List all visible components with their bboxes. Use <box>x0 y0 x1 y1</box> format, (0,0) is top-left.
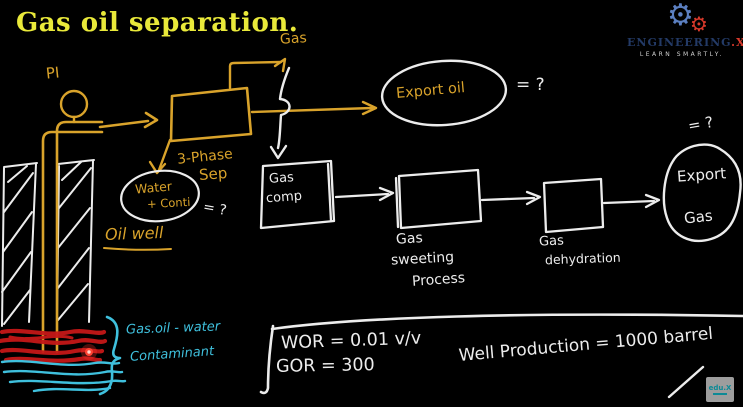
sweetening-label-line1: Gas <box>395 230 424 248</box>
water-outlet-label-line2: + Conti <box>146 194 191 212</box>
gear-red-icon: ⚙ <box>690 12 708 36</box>
water-outlet-arrow <box>148 138 172 175</box>
gears-icon: ⚙ ⚙ <box>627 0 737 36</box>
dehydration-label-line2: dehydration <box>544 249 621 268</box>
water-outlet-ellipse <box>120 169 200 223</box>
water-lines <box>0 359 127 393</box>
notes-box <box>259 313 743 395</box>
brand-tagline: LEARN SMARTLY. <box>639 51 725 58</box>
flow-arrow-1 <box>334 186 395 202</box>
gor-note: GOR = 300 <box>275 355 375 377</box>
pressure-gauge <box>59 89 89 124</box>
separator-box <box>169 86 253 143</box>
brand-suffix: .X <box>731 36 743 49</box>
pi-label: PI <box>45 63 61 83</box>
export-gas-blob <box>662 143 742 242</box>
barrel-slash <box>667 365 705 399</box>
gas-out-label: Gas <box>279 30 308 48</box>
export-oil-ellipse <box>380 59 508 127</box>
flow-arrow-2 <box>480 190 542 206</box>
watermark-underline <box>713 393 727 395</box>
sweetening-box <box>394 168 483 230</box>
flow-arrow-3 <box>602 193 661 209</box>
sweetening-label-line2: sweeting <box>390 249 455 269</box>
ground-hatch-right-block <box>56 159 95 323</box>
oil-well-underline <box>103 247 172 251</box>
oil-reservoir-scribble <box>0 328 108 363</box>
watermark-text: edu.X <box>708 384 732 392</box>
gas-comp-label-line1: Gas <box>268 170 295 187</box>
dehydration-box <box>542 177 605 234</box>
ground-hatch-left-block <box>1 162 38 327</box>
page-title: Gas oil separation. <box>16 8 299 38</box>
export-gas-label-line1: Export <box>676 164 727 186</box>
export-oil-question: = ? <box>516 75 545 95</box>
laser-pointer-dot <box>81 344 97 360</box>
export-gas-label-line2: Gas <box>683 206 714 228</box>
gas-riser-line <box>228 57 287 90</box>
well-pipe <box>41 111 159 354</box>
export-oil-line <box>250 100 378 116</box>
water-outlet-label-line1: Water <box>134 178 173 197</box>
brand-name: ENGINEERING.X <box>627 36 743 49</box>
brand-text: ENGINEERING <box>627 36 732 49</box>
gas-comp-label-line2: comp <box>265 188 303 207</box>
gear-blue-icon: ⚙ <box>667 0 694 33</box>
brand-logo: ⚙ ⚙ ENGINEERING.X LEARN SMARTLY. <box>627 0 743 58</box>
oil-well-label: Oil well <box>104 222 164 245</box>
gas-downline <box>269 66 291 160</box>
separator-label-line2: Sep <box>198 164 228 184</box>
curly-brace <box>98 315 122 396</box>
edu-x-watermark: edu.X <box>706 377 734 402</box>
gas-comp-box <box>259 159 336 230</box>
dehydration-label-line1: Gas <box>538 233 565 250</box>
